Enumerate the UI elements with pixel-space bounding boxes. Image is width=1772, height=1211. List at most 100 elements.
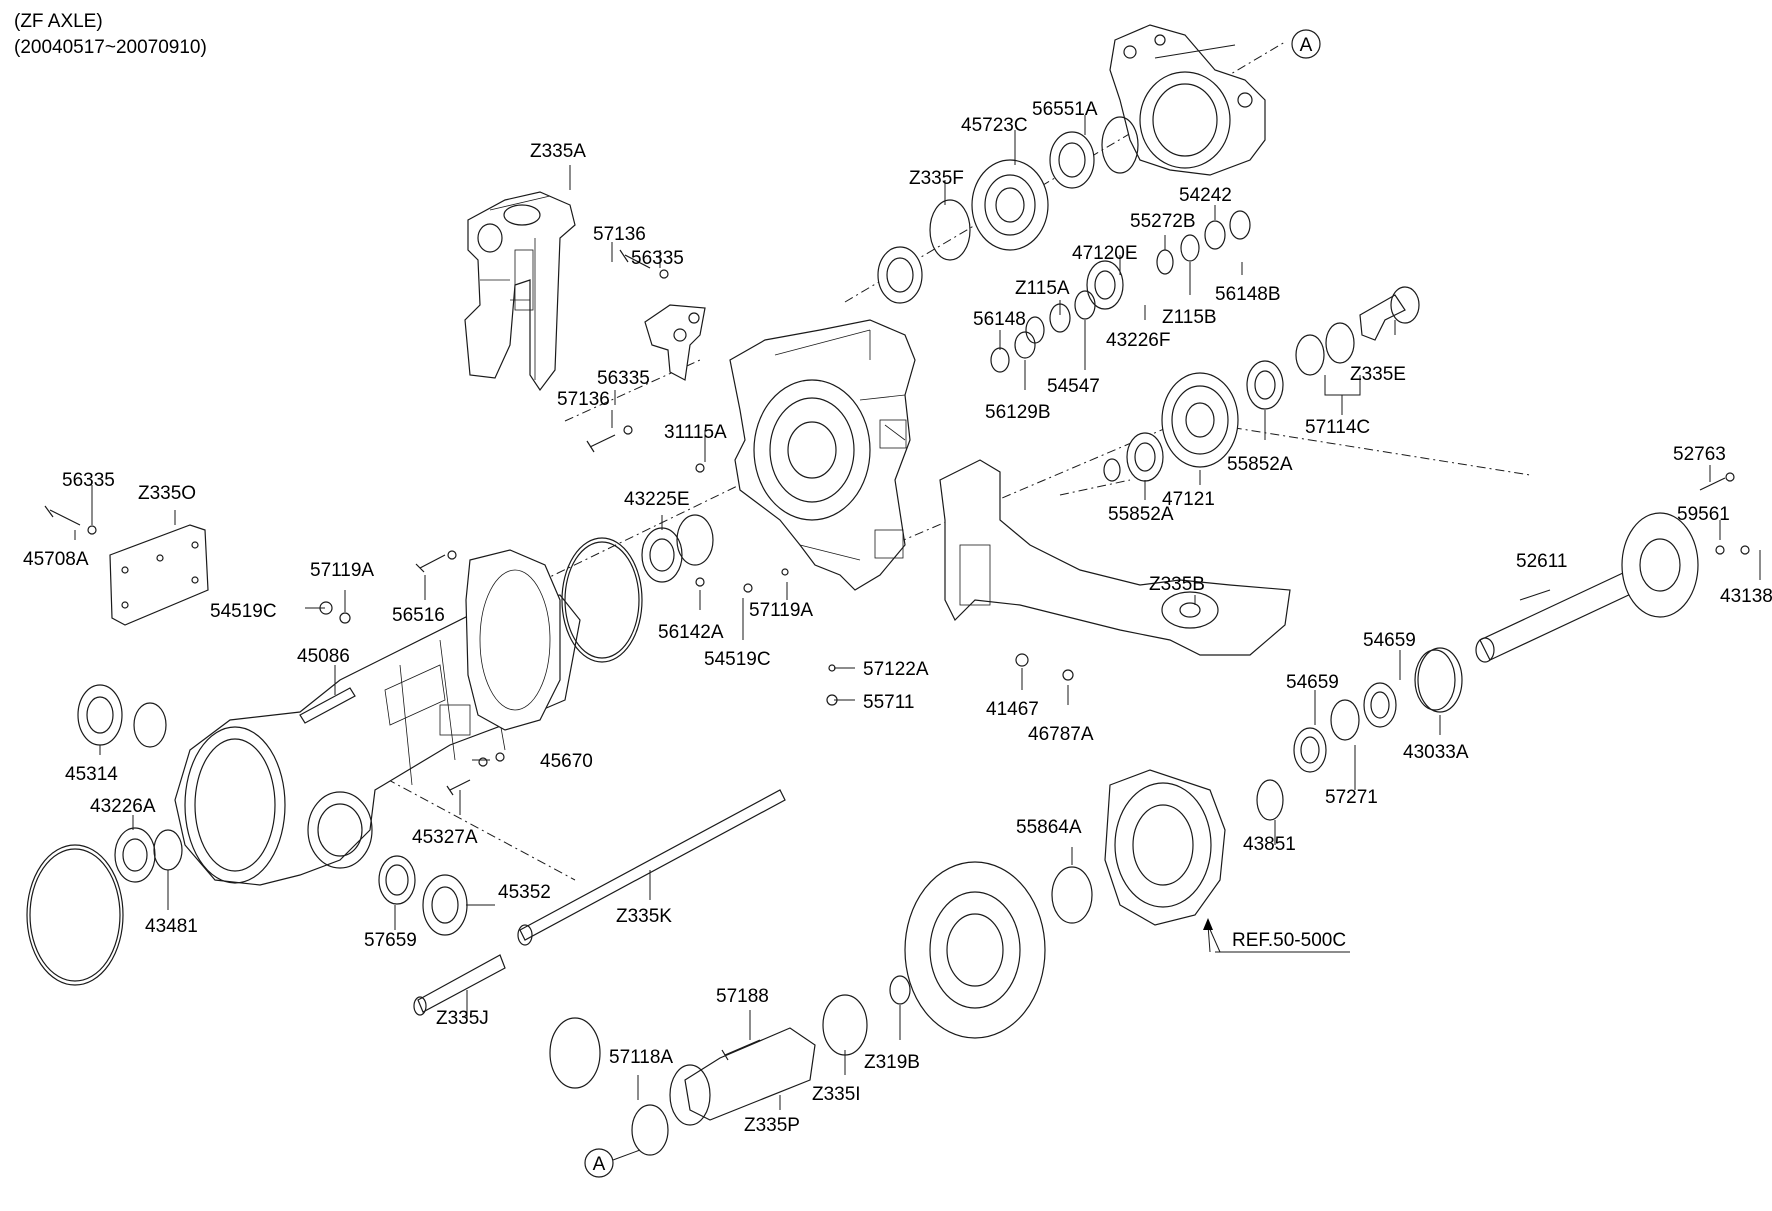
reference-note: REF.50-500C: [1232, 930, 1346, 951]
steering-arm-lower: [939, 459, 1291, 656]
bearing-45352: [422, 874, 468, 936]
oring-large-left: [26, 844, 124, 986]
part-label: 56148B: [1215, 284, 1281, 305]
part-label: 54659: [1363, 630, 1416, 651]
part-label: 56142A: [658, 622, 724, 643]
bearing-55852a-lower: [1126, 432, 1164, 482]
bearing-43226a: [114, 827, 156, 883]
ring-gear-45723c: [971, 159, 1049, 251]
header-model: (ZF AXLE): [14, 11, 103, 32]
part-label: 54519C: [210, 601, 277, 622]
header-date-range: (20040517~20070910): [14, 37, 207, 58]
part-label: 57136: [557, 389, 610, 410]
part-label: 54547: [1047, 376, 1100, 397]
housing-flange: [465, 549, 561, 731]
oring-large-center: [561, 537, 643, 663]
output-shaft: [1475, 512, 1699, 663]
bearing-43225e: [641, 527, 683, 583]
part-label: 41467: [986, 699, 1039, 720]
part-label: Z335O: [138, 483, 196, 504]
gear-47121: [1161, 372, 1239, 468]
part-label: 56516: [392, 605, 445, 626]
part-label: 57119A: [310, 560, 374, 581]
stud-bolt-long: [299, 687, 356, 724]
stub-shaft: [413, 954, 506, 1016]
part-label: 46787A: [1028, 724, 1094, 745]
part-label: 43138: [1720, 586, 1772, 607]
part-label: 45086: [297, 646, 350, 667]
marker-a-top: A: [1291, 29, 1321, 59]
part-label: 56335: [597, 368, 650, 389]
part-label: Z335A: [530, 141, 586, 162]
needle-bearing-43226f: [1086, 260, 1124, 310]
part-label: 52763: [1673, 444, 1726, 465]
part-label: 56551A: [1032, 99, 1098, 120]
part-label: 55711: [863, 692, 914, 713]
part-label: 56335: [62, 470, 115, 491]
part-label: 59561: [1677, 504, 1730, 525]
ref-arrow-icon: [1203, 918, 1221, 953]
bearing-56551a: [1049, 131, 1095, 189]
part-label: 45708A: [23, 549, 89, 570]
bearing-55852a: [1246, 360, 1284, 410]
part-label: 57271: [1325, 787, 1378, 808]
bearing-54659: [1363, 682, 1397, 728]
part-label: 56129B: [985, 402, 1051, 423]
part-label: 43033A: [1403, 742, 1469, 763]
axle-carrier-housing: [729, 319, 916, 591]
part-label: 54659: [1286, 672, 1339, 693]
part-label: 43226F: [1106, 330, 1170, 351]
svg-text:A: A: [593, 1154, 606, 1175]
part-label: Z115B: [1162, 307, 1217, 328]
part-label: 56335: [631, 248, 684, 269]
part-label: 55852A: [1227, 454, 1293, 475]
part-label: 45352: [498, 882, 551, 903]
part-label: 43481: [145, 916, 198, 937]
part-label: 45327A: [412, 827, 478, 848]
part-label: 57136: [593, 224, 646, 245]
steering-knuckle-arm-upper: [464, 191, 576, 392]
bearing-57659: [378, 855, 416, 905]
part-label: 57188: [716, 986, 769, 1007]
part-label: Z115A: [1015, 278, 1070, 299]
part-label: 45314: [65, 764, 118, 785]
kingpin-bracket: [644, 304, 706, 381]
part-label: 43225E: [624, 489, 690, 510]
part-label: 57122A: [863, 659, 929, 680]
part-label: 57114C: [1305, 417, 1370, 438]
cover-plate: [109, 524, 209, 626]
svg-text:A: A: [1300, 35, 1313, 56]
part-label: 31115A: [664, 422, 727, 443]
part-label: 52611: [1516, 551, 1567, 572]
part-label: Z335B: [1149, 574, 1205, 595]
part-label: 47120E: [1072, 243, 1138, 264]
part-label: Z319B: [864, 1052, 920, 1073]
part-label: Z335E: [1350, 364, 1406, 385]
part-label: Z335K: [616, 906, 672, 927]
part-label: Z335I: [812, 1084, 861, 1105]
bearing-45314: [77, 684, 123, 746]
part-label: 43226A: [90, 796, 156, 817]
drive-shaft-long: [517, 789, 786, 946]
planetary-carrier-housing: [1109, 24, 1266, 176]
brake-disc: [904, 861, 1046, 1039]
part-label: 54242: [1179, 185, 1232, 206]
part-label: Z335J: [436, 1008, 489, 1029]
leader-lines: [74, 44, 1761, 1110]
planet-carrier-shaft: [669, 1027, 816, 1126]
part-label: 55272B: [1130, 211, 1196, 232]
part-label: 56148: [973, 309, 1026, 330]
part-label: 54519C: [704, 649, 771, 670]
part-label: 57119A: [749, 600, 813, 621]
part-label: 43851: [1243, 834, 1296, 855]
rings: [133, 116, 1463, 1156]
part-label: 57118A: [609, 1047, 673, 1068]
part-labels: Z335A 57136 56335 56335 57136 31115A 457…: [23, 99, 1772, 1136]
part-label: 57659: [364, 930, 417, 951]
part-label: 45670: [540, 751, 593, 772]
part-label: 45723C: [961, 115, 1028, 136]
part-label: Z335P: [744, 1115, 800, 1136]
marker-a-bottom: A: [584, 1148, 641, 1178]
part-label: 47121: [1162, 489, 1215, 510]
